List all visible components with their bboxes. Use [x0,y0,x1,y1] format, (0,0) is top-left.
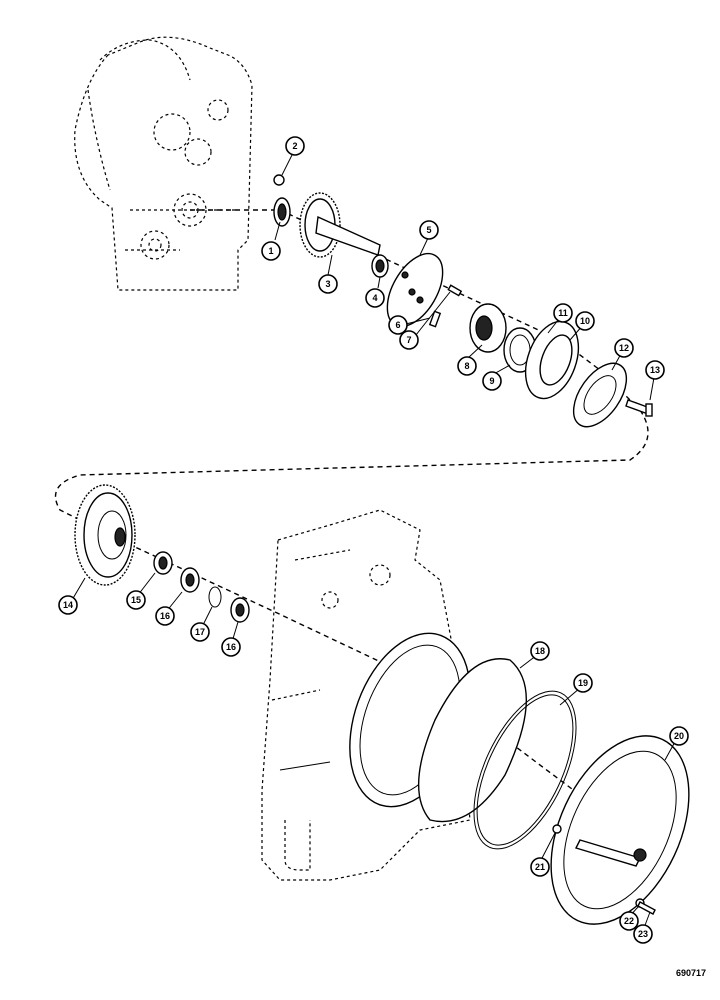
bolt-part-22 [635,898,656,915]
bolt-part-13 [625,399,653,417]
svg-text:6: 6 [395,320,400,330]
svg-text:17: 17 [195,627,205,637]
drawing-number: 690717 [675,968,706,978]
callout-16-b: 16 [221,637,241,657]
svg-text:10: 10 [580,316,590,326]
callout-2: 2 [285,136,305,156]
callout-19: 19 [573,673,593,693]
svg-text:15: 15 [131,595,141,605]
bearing-part-16-a [180,567,200,593]
svg-text:5: 5 [426,225,431,235]
gasket-part-18 [417,658,527,823]
svg-text:22: 22 [624,916,634,926]
svg-text:23: 23 [638,929,648,939]
bearing-part-1 [273,197,291,227]
callout-10: 10 [575,311,595,331]
callout-17: 17 [190,622,210,642]
svg-text:18: 18 [535,646,545,656]
bearing-part-15 [153,551,173,575]
callout-14: 14 [58,595,78,615]
bearing-part-4 [371,254,389,278]
svg-text:2: 2 [292,141,297,151]
snap-ring-part-17 [208,586,222,608]
svg-text:14: 14 [63,600,73,610]
nut-part-2 [273,174,285,186]
svg-text:16: 16 [226,642,236,652]
gear-part-8 [469,303,507,353]
callout-4: 4 [365,288,385,308]
svg-text:21: 21 [535,862,545,872]
svg-text:20: 20 [674,731,684,741]
gear-shaft-part-3 [299,192,381,258]
driven-gear-part-14 [74,484,136,586]
svg-text:4: 4 [372,293,377,303]
callout-21: 21 [530,857,550,877]
callout-23: 23 [633,924,653,944]
svg-text:3: 3 [325,279,330,289]
washer-part-21 [552,824,562,834]
svg-text:7: 7 [406,335,411,345]
svg-text:9: 9 [489,376,494,386]
svg-text:16: 16 [160,611,170,621]
o-ring-part-19 [473,690,577,850]
pin-part-7 [447,284,463,297]
svg-text:1: 1 [268,246,273,256]
pin-part-6 [428,310,442,328]
plate-part-12 [572,362,628,428]
housing-ring-part-10 [524,320,580,400]
callout-22: 22 [619,911,639,931]
upper-transmission-housing [74,36,253,291]
callout-18: 18 [530,641,550,661]
svg-text:11: 11 [558,308,568,318]
callout-16-a: 16 [155,606,175,626]
callout-1: 1 [261,241,281,261]
svg-text:8: 8 [464,361,469,371]
callout-11: 11 [553,303,573,323]
callout-9: 9 [482,371,502,391]
callout-6: 6 [388,315,408,335]
callout-15: 15 [126,590,146,610]
svg-text:19: 19 [578,678,588,688]
callout-5: 5 [419,220,439,240]
assembly-path-connector [54,409,649,521]
callout-3: 3 [318,274,338,294]
callout-8: 8 [457,356,477,376]
callout-7: 7 [399,330,419,350]
bearing-part-16-b [230,597,250,623]
cover-part-20 [550,735,690,925]
callout-12: 12 [614,338,634,358]
callout-13: 13 [645,360,665,380]
svg-text:13: 13 [650,365,660,375]
svg-text:12: 12 [619,343,629,353]
callout-20: 20 [669,726,689,746]
